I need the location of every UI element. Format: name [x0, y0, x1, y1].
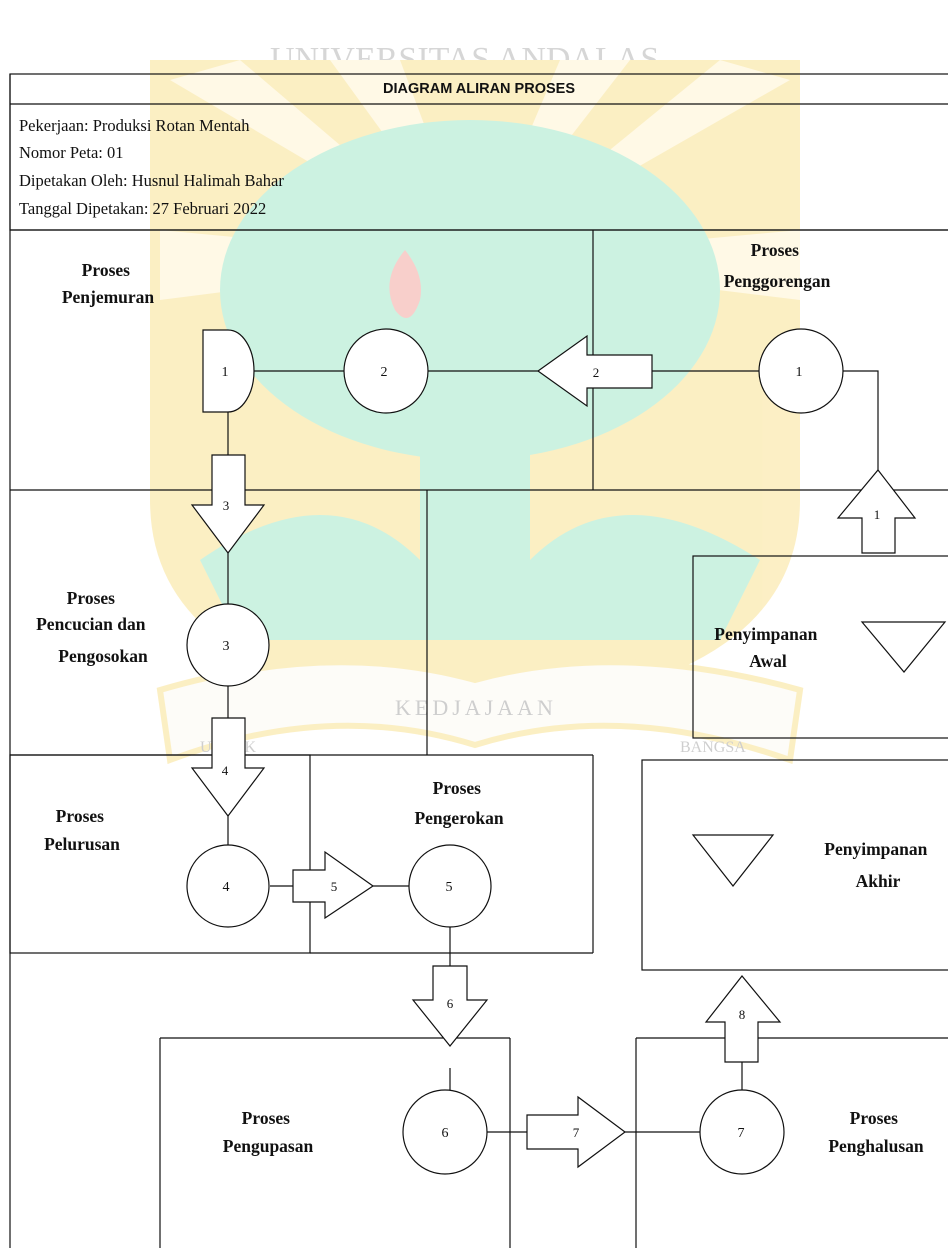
label-line: Penyimpanan [824, 839, 927, 859]
label-line: Penggorengan [724, 271, 831, 291]
label-pencucian: Proses Pencucian dan Pengosokan [36, 588, 150, 666]
diagram-title: DIAGRAM ALIRAN PROSES [10, 74, 948, 104]
transport-number: 2 [593, 365, 600, 380]
label-line: Pengupasan [223, 1136, 314, 1156]
transport-number: 3 [223, 498, 230, 513]
label-pengupasan: Proses Pengupasan [223, 1108, 314, 1156]
info-tanggal: Tanggal Dipetakan: 27 Februari 2022 [19, 201, 266, 218]
storage-triangle-akhir [693, 835, 773, 886]
label-line: Penjemuran [62, 287, 155, 307]
label-pengerokan: Proses Pengerokan [414, 778, 503, 828]
pelurusan-box [10, 755, 310, 953]
label-line: Akhir [856, 871, 901, 891]
label-line: Pengerokan [414, 808, 503, 828]
label-line: Pencucian dan [36, 614, 146, 634]
delay-number: 1 [222, 365, 229, 380]
label-line: Awal [749, 651, 787, 671]
transport-number: 5 [331, 879, 338, 894]
operation-number: 4 [223, 880, 230, 895]
transport-number: 8 [739, 1007, 746, 1022]
label-line: Proses [242, 1108, 290, 1128]
operation-number: 6 [442, 1126, 449, 1141]
transport-number: 1 [874, 507, 881, 522]
info-pekerjaan: Pekerjaan: Produksi Rotan Mentah [19, 118, 250, 135]
label-line: Pengosokan [58, 646, 148, 666]
transport-number: 7 [573, 1125, 580, 1140]
label-line: Proses [433, 778, 481, 798]
operation-number: 2 [381, 365, 388, 380]
label-penghalusan: Proses Penghalusan [828, 1108, 924, 1156]
watermark-motto-center: KEDJAJAAN [395, 695, 557, 720]
info-nomor-peta: Nomor Peta: 01 [19, 145, 124, 162]
label-line: Proses [67, 588, 115, 608]
label-line: Proses [751, 240, 799, 260]
transport-number: 4 [222, 763, 229, 778]
storage-triangle-awal [862, 622, 945, 672]
operation-number: 1 [796, 365, 803, 380]
label-line: Penghalusan [828, 1136, 924, 1156]
label-pelurusan: Proses Pelurusan [44, 806, 120, 854]
penyimpanan-akhir-box [642, 760, 948, 970]
transport-number: 6 [447, 996, 454, 1011]
delay-symbol-1: 1 [203, 330, 254, 412]
label-penjemuran: Proses Penjemuran [62, 260, 155, 307]
label-line: Proses [850, 1108, 898, 1128]
watermark-motto-right: BANGSA [680, 739, 746, 756]
label-line: Pelurusan [44, 834, 120, 854]
label-line: Proses [82, 260, 130, 280]
info-dipetakan-oleh: Dipetakan Oleh: Husnul Halimah Bahar [19, 173, 284, 190]
label-line: Proses [56, 806, 104, 826]
label-penyimpanan-akhir: Penyimpanan Akhir [824, 839, 931, 891]
operation-number: 3 [223, 639, 230, 654]
label-penyimpanan-awal: Penyimpanan Awal [714, 624, 821, 671]
operation-number: 7 [738, 1126, 745, 1141]
label-line: Penyimpanan [714, 624, 817, 644]
operation-number: 5 [446, 880, 453, 895]
